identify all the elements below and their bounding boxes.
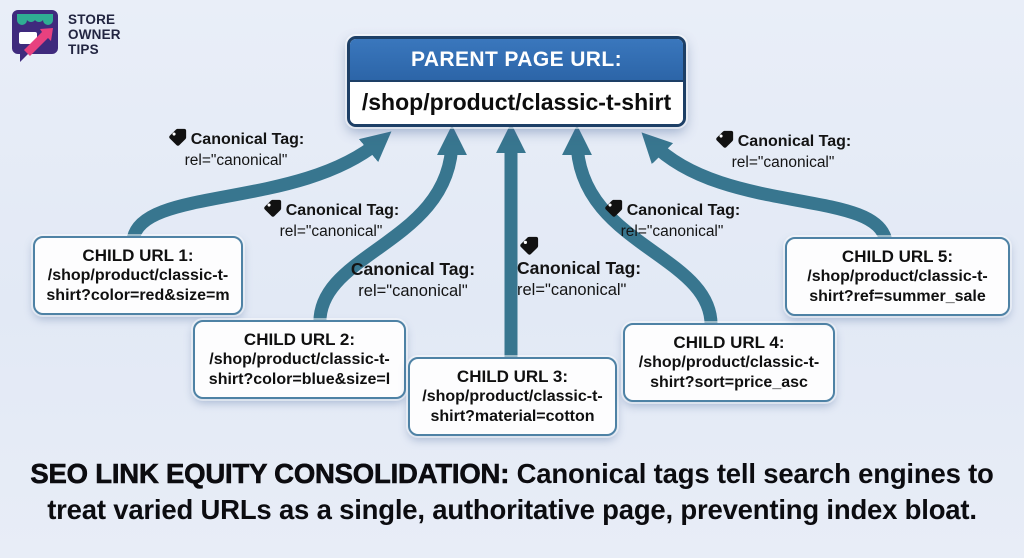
caption-lead: SEO LINK EQUITY CONSOLIDATION: bbox=[30, 458, 517, 490]
child-url-line: /shop/product/classic-t- bbox=[807, 268, 988, 286]
parent-page-title: PARENT PAGE URL: bbox=[350, 39, 683, 82]
caption-line1-rest: Canonical tags tell search engines to bbox=[516, 458, 994, 489]
child-title: CHILD URL 4: bbox=[673, 333, 785, 352]
child-url-line: /shop/product/classic-t- bbox=[422, 388, 603, 406]
child-url-box-4: CHILD URL 4: /shop/product/classic-t- sh… bbox=[623, 323, 835, 403]
child-title: CHILD URL 3: bbox=[456, 367, 569, 386]
canonical-rel: rel="canonical" bbox=[184, 151, 288, 169]
arrow-child-1 bbox=[126, 131, 392, 242]
tag-icon bbox=[263, 199, 281, 217]
canonical-tag-title: Canonical Tag: bbox=[626, 202, 741, 219]
arrow-child-4 bbox=[562, 125, 718, 329]
canonical-rel: rel="canonical" bbox=[358, 281, 468, 300]
canonical-tag-title: Canonical Tag: bbox=[517, 258, 642, 278]
store-owner-tips-icon bbox=[12, 10, 58, 62]
child-url-line: /shop/product/classic-t- bbox=[47, 267, 229, 285]
diagram-caption: SEO LINK EQUITY CONSOLIDATION: Canonical… bbox=[0, 456, 1024, 528]
child-title: CHILD URL 1: bbox=[82, 246, 194, 265]
canonical-label-1: Canonical Tag: rel="canonical" bbox=[160, 128, 312, 171]
canonical-rel: rel="canonical" bbox=[517, 280, 627, 299]
arrow-child-2 bbox=[313, 125, 467, 327]
child-url-box-2: CHILD URL 2: /shop/product/classic-t- sh… bbox=[193, 320, 406, 400]
parent-page-box: PARENT PAGE URL: /shop/product/classic-t… bbox=[347, 36, 686, 127]
canonical-tag-title: Canonical Tag: bbox=[737, 133, 852, 150]
canonical-rel: rel="canonical" bbox=[279, 222, 383, 240]
child-url-box-3: CHILD URL 3: /shop/product/classic-t- sh… bbox=[408, 357, 617, 437]
tag-icon bbox=[168, 128, 186, 146]
child-url-line: shirt?sort=price_asc bbox=[650, 373, 808, 391]
child-url-line: shirt?material=cotton bbox=[430, 407, 595, 425]
tag-icon bbox=[604, 199, 622, 217]
arrow-child-5 bbox=[641, 132, 893, 244]
child-url-box-1: CHILD URL 1: /shop/product/classic-t- sh… bbox=[33, 236, 243, 316]
child-title: CHILD URL 2: bbox=[243, 330, 356, 349]
child-url-line: shirt?color=blue&size=l bbox=[208, 370, 391, 388]
caption-line-1: SEO LINK EQUITY CONSOLIDATION: Canonical… bbox=[0, 456, 1024, 492]
child-url-line: shirt?ref=summer_sale bbox=[809, 287, 986, 305]
child-url-line: /shop/product/classic-t- bbox=[209, 351, 390, 369]
canonical-label-4: Canonical Tag: rel="canonical" bbox=[517, 236, 649, 301]
canonical-rel: rel="canonical" bbox=[731, 153, 835, 171]
canonical-rel: rel="canonical" bbox=[620, 222, 724, 240]
brand-name: STORE OWNER TIPS bbox=[68, 12, 121, 58]
canonical-tag-title: Canonical Tag: bbox=[190, 131, 305, 148]
canonical-tag-title: Canonical Tag: bbox=[350, 259, 476, 279]
child-url-line: shirt?color=red&size=m bbox=[46, 286, 230, 304]
canonical-label-2: Canonical Tag: rel="canonical" bbox=[255, 199, 407, 242]
canonical-label-3: Canonical Tag: rel="canonical" bbox=[342, 258, 484, 302]
tag-icon bbox=[520, 236, 539, 255]
child-url-line: /shop/product/classic-t- bbox=[638, 354, 820, 372]
brand-logo: STORE OWNER TIPS bbox=[10, 8, 121, 64]
caption-line-2: treat varied URLs as a single, authorita… bbox=[47, 493, 977, 525]
parent-page-url: /shop/product/classic-t-shirt bbox=[350, 82, 683, 124]
tag-icon bbox=[715, 130, 733, 148]
canonical-tag-title: Canonical Tag: bbox=[285, 202, 400, 219]
canonical-label-6: Canonical Tag: rel="canonical" bbox=[706, 130, 860, 173]
canonical-label-5: Canonical Tag: rel="canonical" bbox=[596, 199, 748, 242]
child-url-box-5: CHILD URL 5: /shop/product/classic-t- sh… bbox=[785, 237, 1010, 317]
child-title: CHILD URL 5: bbox=[841, 247, 954, 266]
